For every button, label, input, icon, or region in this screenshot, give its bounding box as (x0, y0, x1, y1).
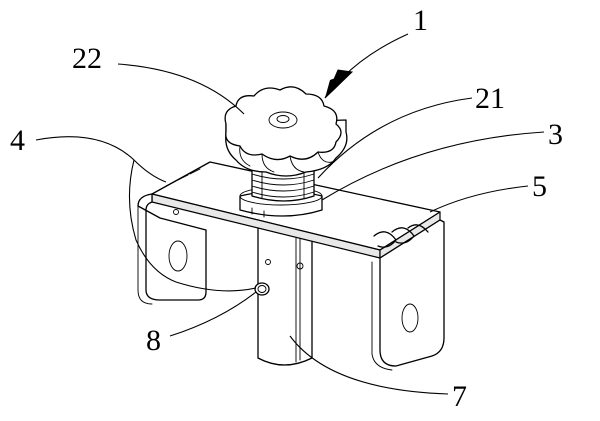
leader-4b (128, 159, 257, 292)
threaded-stem (251, 167, 315, 202)
leader-21 (317, 97, 473, 179)
leader-8 (169, 291, 257, 337)
leader-lines (35, 63, 545, 395)
leader-5 (429, 185, 529, 213)
set-screw (254, 282, 270, 296)
leader-4 (35, 136, 167, 183)
arrow-pointer (324, 33, 409, 99)
reference-labels: 1 22 21 4 3 5 8 7 (10, 4, 563, 413)
leader-22 (117, 63, 245, 115)
label-7: 7 (452, 380, 467, 413)
star-knob (224, 86, 348, 177)
label-5: 5 (532, 170, 547, 203)
label-21: 21 (475, 82, 505, 115)
label-4: 4 (10, 124, 25, 157)
label-3: 3 (548, 118, 563, 151)
label-1: 1 (413, 4, 428, 37)
leader-3 (321, 131, 545, 201)
label-8: 8 (146, 324, 161, 357)
label-22: 22 (72, 42, 102, 75)
leader-7 (289, 335, 449, 395)
